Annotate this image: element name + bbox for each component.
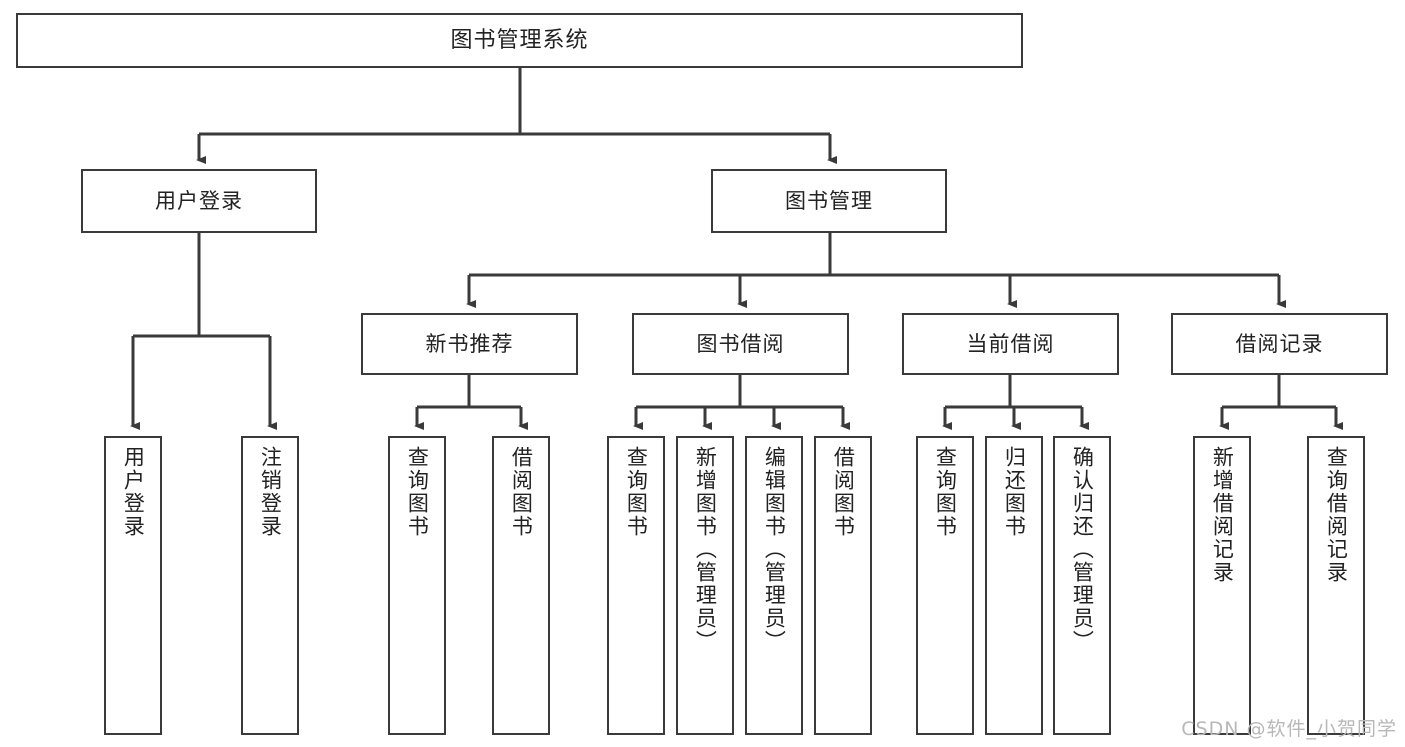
node-label: 图书借阅: [696, 331, 785, 356]
node-label: 查询借阅记录: [1324, 446, 1349, 584]
node-book-management[interactable]: 图书管理: [711, 169, 947, 233]
csdn-watermark: CSDN @软件_小贺同学: [1181, 718, 1397, 740]
node-label: 查询图书: [933, 446, 958, 538]
node-label: 当前借阅: [966, 331, 1055, 356]
leaf-add-book-admin[interactable]: 新增图书（管理员）: [676, 436, 734, 735]
leaf-borrow-book-recommend[interactable]: 借阅图书: [492, 436, 550, 735]
leaf-query-book-borrow[interactable]: 查询图书: [607, 436, 665, 735]
node-book-borrow[interactable]: 图书借阅: [632, 313, 849, 375]
node-borrow-record[interactable]: 借阅记录: [1171, 313, 1388, 375]
node-label: 借阅图书: [509, 446, 534, 538]
node-label: 图书管理系统: [450, 27, 589, 53]
leaf-query-book-recommend[interactable]: 查询图书: [388, 436, 446, 735]
node-current-borrow[interactable]: 当前借阅: [902, 313, 1119, 375]
node-new-book-recommend[interactable]: 新书推荐: [361, 313, 578, 375]
node-label: 用户登录: [155, 188, 243, 213]
node-label: 用户登录: [121, 446, 146, 538]
node-user-login[interactable]: 用户登录: [81, 169, 317, 233]
leaf-borrow-book[interactable]: 借阅图书: [814, 436, 872, 735]
node-label: 注销登录: [258, 446, 283, 538]
node-label: 图书管理: [785, 188, 873, 213]
node-label: 查询图书: [624, 446, 649, 538]
node-label: 新书推荐: [425, 331, 514, 356]
node-label: 编辑图书（管理员）: [762, 446, 787, 653]
node-label: 确认归还（管理员）: [1070, 446, 1095, 653]
node-label: 借阅图书: [831, 446, 856, 538]
leaf-user-login[interactable]: 用户登录: [104, 436, 162, 735]
leaf-query-book-current[interactable]: 查询图书: [916, 436, 974, 735]
node-label: 归还图书: [1002, 446, 1027, 538]
leaf-add-borrow-record[interactable]: 新增借阅记录: [1193, 436, 1251, 735]
node-label: 新增借阅记录: [1210, 446, 1235, 584]
node-label: 借阅记录: [1235, 331, 1324, 356]
leaf-edit-book-admin[interactable]: 编辑图书（管理员）: [745, 436, 803, 735]
leaf-logout[interactable]: 注销登录: [241, 436, 299, 735]
node-label: 新增图书（管理员）: [693, 446, 718, 653]
node-root-system[interactable]: 图书管理系统: [16, 13, 1023, 68]
leaf-confirm-return-admin[interactable]: 确认归还（管理员）: [1053, 436, 1111, 735]
leaf-return-book[interactable]: 归还图书: [985, 436, 1043, 735]
node-label: 查询图书: [405, 446, 430, 538]
leaf-query-borrow-record[interactable]: 查询借阅记录: [1307, 436, 1365, 735]
